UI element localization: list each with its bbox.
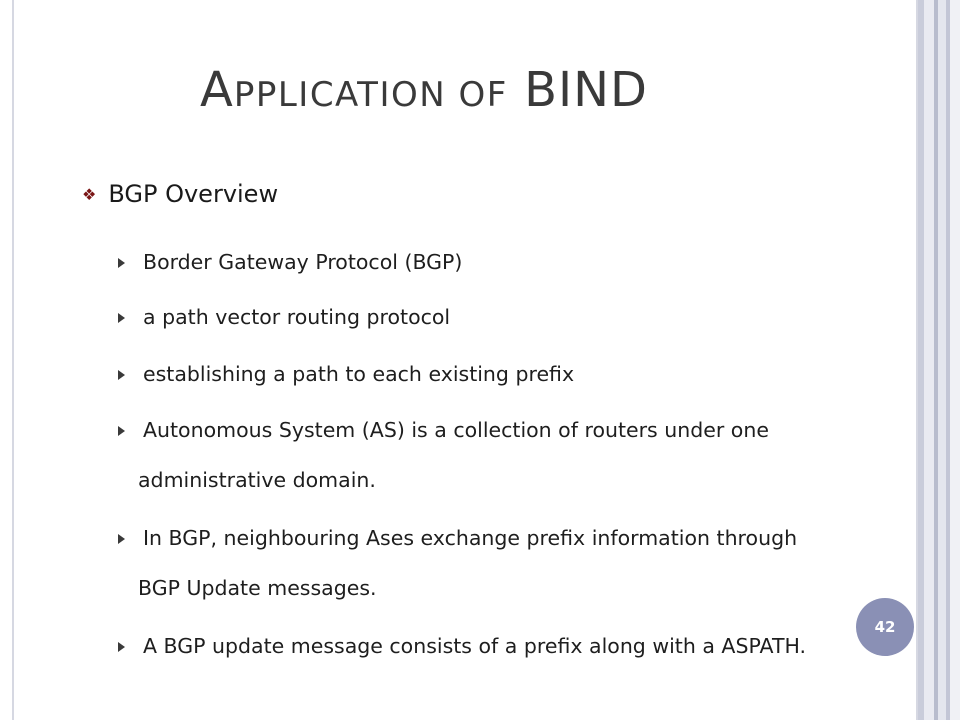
arrow-bullet-icon xyxy=(118,313,125,323)
bullet-item: a path vector routing protocol xyxy=(118,291,878,343)
bullet-item: Autonomous System (AS) is a collection o… xyxy=(118,404,878,506)
title-bind: BIND xyxy=(524,62,649,118)
bullet-item: A BGP update message consists of a prefi… xyxy=(118,620,878,672)
heading-bgp-overview: ❖ BGP Overview xyxy=(82,180,278,208)
bullet-continuation: BGP Update messages. xyxy=(138,576,377,600)
heading-text: BGP Overview xyxy=(108,180,279,208)
bullet-item: In BGP, neighbouring Ases exchange prefi… xyxy=(118,512,878,614)
bullet-text: Autonomous System (AS) is a collection o… xyxy=(143,418,769,442)
bullet-text: a path vector routing protocol xyxy=(143,305,451,329)
slide-title: APPLICATION OF BIND xyxy=(200,62,648,118)
title-cap-a: A xyxy=(200,62,234,118)
title-small-caps: PPLICATION OF xyxy=(233,75,508,115)
bullet-continuation: administrative domain. xyxy=(138,468,376,492)
arrow-bullet-icon xyxy=(118,426,125,436)
arrow-bullet-icon xyxy=(118,370,125,380)
bullet-text: A BGP update message consists of a prefi… xyxy=(143,634,807,658)
bullet-item: establishing a path to each existing pre… xyxy=(118,348,878,400)
bullet-text: establishing a path to each existing pre… xyxy=(143,362,575,386)
bullet-item: Border Gateway Protocol (BGP) xyxy=(118,236,878,288)
side-stripes xyxy=(918,0,960,720)
page-number-badge: 42 xyxy=(856,598,914,656)
diamond-bullet-icon: ❖ xyxy=(82,185,97,204)
bullet-text: Border Gateway Protocol (BGP) xyxy=(143,250,463,274)
arrow-bullet-icon xyxy=(118,642,125,652)
slide-frame xyxy=(12,0,918,720)
bullet-text: In BGP, neighbouring Ases exchange prefi… xyxy=(143,526,798,550)
arrow-bullet-icon xyxy=(118,258,125,268)
arrow-bullet-icon xyxy=(118,534,125,544)
